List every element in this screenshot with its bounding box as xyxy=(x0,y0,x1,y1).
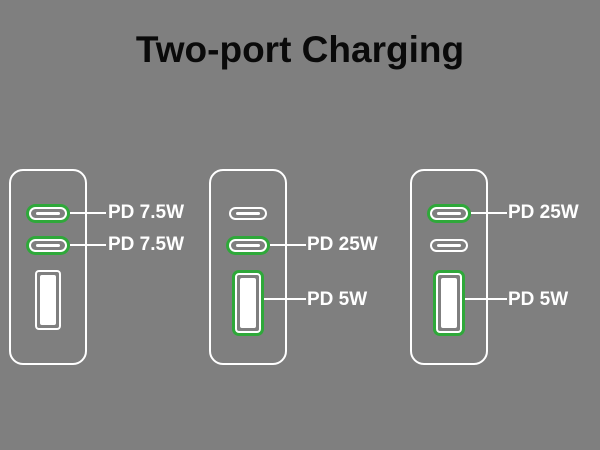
usb-c-port-icon xyxy=(229,239,267,252)
diagram-title: Two-port Charging xyxy=(135,29,465,70)
label-leader-line xyxy=(471,212,507,214)
label-leader-line xyxy=(264,298,306,300)
port-label: PD 25W xyxy=(508,202,579,223)
label-leader-line xyxy=(465,298,507,300)
label-leader-line xyxy=(270,244,306,246)
usb-a-port-icon xyxy=(35,270,61,330)
port-label: PD 7.5W xyxy=(108,234,185,255)
port-label: PD 25W xyxy=(307,234,378,255)
usb-a-port-icon xyxy=(235,273,261,333)
port-label: PD 5W xyxy=(307,289,368,310)
usb-c-port-icon xyxy=(430,239,468,252)
port-label: PD 5W xyxy=(508,289,569,310)
usb-c-port-icon xyxy=(430,207,468,220)
charger-outline-2 xyxy=(209,169,287,365)
label-leader-line xyxy=(70,212,106,214)
label-leader-line xyxy=(70,244,106,246)
usb-c-port-icon xyxy=(29,239,67,252)
charger-outline-1 xyxy=(9,169,87,365)
port-label: PD 7.5W xyxy=(108,202,185,223)
usb-c-port-icon xyxy=(229,207,267,220)
usb-a-port-icon xyxy=(436,273,462,333)
charger-outline-3 xyxy=(410,169,488,365)
usb-c-port-icon xyxy=(29,207,67,220)
